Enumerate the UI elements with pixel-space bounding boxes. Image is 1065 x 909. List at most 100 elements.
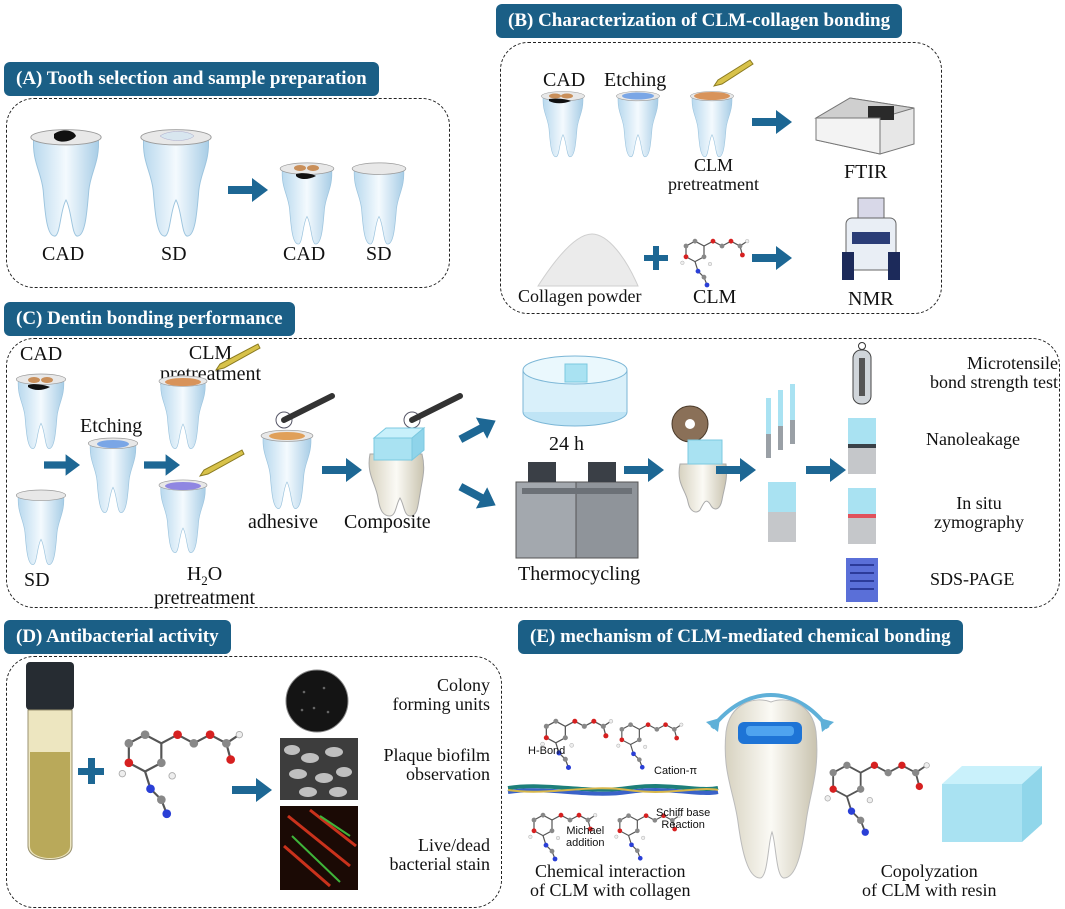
label-sd: SD xyxy=(24,569,50,591)
label-adhesive: adhesive xyxy=(248,511,318,533)
result-l2: bacterial stain xyxy=(389,853,490,874)
right-arrow-icon xyxy=(232,778,272,802)
result-nanoleakage: Nanoleakage xyxy=(926,429,1020,449)
label-clm: CLM xyxy=(693,155,733,175)
nanoleakage-specimen-icon xyxy=(848,418,876,474)
colony-plate-icon xyxy=(285,669,349,733)
label-clm: CLM xyxy=(188,342,233,364)
panel-b-box xyxy=(500,42,942,314)
sds-page-gel-icon xyxy=(846,558,878,602)
result-l2: observation xyxy=(406,763,490,784)
label-michael-1: Michael xyxy=(566,825,605,837)
label-nmr: NMR xyxy=(848,288,894,310)
result-sds-page: SDS-PAGE xyxy=(930,569,1015,589)
water-bath-icon xyxy=(522,355,628,427)
right-arrow-icon xyxy=(624,458,664,482)
label-clm-pretreatment: CLM pretreatment xyxy=(668,156,759,194)
beam-icon xyxy=(768,482,796,542)
tooth-icon xyxy=(690,91,734,158)
curved-arrow-icon xyxy=(706,693,834,732)
h2o-h: H xyxy=(186,563,202,585)
tooth-icon xyxy=(30,129,102,237)
label-composite: Composite xyxy=(344,511,431,533)
resin-block-icon xyxy=(942,766,1042,842)
collagen-powder-icon xyxy=(537,233,639,287)
label-cad: CAD xyxy=(543,69,586,91)
pipette-icon xyxy=(214,343,261,371)
result-microtensile: Microtensile bond strength test xyxy=(918,354,1058,392)
result-l1: Plaque biofilm xyxy=(383,745,491,765)
adhesive-applicator-icon xyxy=(275,393,335,429)
thermocycler-icon xyxy=(515,462,639,559)
tooth-icon xyxy=(158,479,208,554)
bacteria-culture-tube-icon xyxy=(26,662,74,860)
pipette-icon xyxy=(198,449,245,477)
result-l1: Microtensile xyxy=(967,353,1058,373)
plus-icon xyxy=(78,758,104,784)
panel-d-box xyxy=(6,656,502,908)
result-l2: zymography xyxy=(934,511,1024,532)
right-arrow-icon xyxy=(228,178,268,202)
label-24h: 24 h xyxy=(549,433,584,455)
label-michael-2: addition xyxy=(566,836,605,849)
tooth-icon xyxy=(15,373,67,450)
label-schiff-2: Reaction xyxy=(661,818,705,831)
tooth-icon xyxy=(541,91,585,158)
tooth-icon xyxy=(351,162,407,245)
label-clm: CLM xyxy=(693,286,737,308)
biofilm-sem-image-icon xyxy=(280,738,358,800)
label-etching: Etching xyxy=(80,415,143,437)
result-l1: In situ xyxy=(956,493,1002,513)
tooth-icon xyxy=(616,91,660,158)
result-l2: forming units xyxy=(392,693,491,714)
label-cation-pi: Cation-π xyxy=(654,765,698,777)
tooth-icon xyxy=(158,375,208,450)
zymography-specimen-icon xyxy=(848,488,876,544)
label-chemical-interaction: Chemical interaction of CLM with collage… xyxy=(530,862,690,900)
label-michael-addition: Michael addition xyxy=(566,825,605,849)
label-pretreatment: pretreatment xyxy=(154,586,256,609)
right-arrow-icon xyxy=(44,454,80,476)
panel-a-title: (A) Tooth selection and sample preparati… xyxy=(4,62,379,96)
right-arrow-icon xyxy=(144,454,180,476)
composite-tooth-icon xyxy=(368,426,426,517)
panel-e-title: (E) mechanism of CLM-mediated chemical b… xyxy=(518,620,963,654)
result-l2: bond strength test xyxy=(930,371,1058,392)
label-sd: SD xyxy=(161,243,187,265)
label-h2o: H2O xyxy=(154,564,255,588)
ftir-instrument-icon xyxy=(814,97,915,155)
label-cad: CAD xyxy=(20,343,63,365)
molecule-icon xyxy=(540,717,614,771)
panel-d-title: (D) Antibacterial activity xyxy=(4,620,231,654)
label-h-bond: H-Bond xyxy=(528,745,566,757)
label-collagen-powder: Collagen powder xyxy=(518,286,642,306)
label-h2o-pretreatment: H2O pretreatment xyxy=(154,564,255,609)
right-arrow-icon xyxy=(752,110,792,134)
label-sd: SD xyxy=(366,243,392,265)
label-cad: CAD xyxy=(42,243,85,265)
panel-c-box xyxy=(6,338,1060,608)
result-live-dead: Live/dead bacterial stain xyxy=(360,836,490,874)
label-etching: Etching xyxy=(604,69,667,91)
label-thermocycling: Thermocycling xyxy=(518,563,641,585)
label-pretreatment: pretreatment xyxy=(668,173,759,194)
label-chem-1: Chemical interaction xyxy=(535,861,686,881)
collagen-fiber-icon xyxy=(507,784,719,796)
cutting-saw-icon xyxy=(671,405,727,513)
h2o-o: O xyxy=(207,563,223,585)
pipette-icon xyxy=(712,59,754,87)
label-schiff-1: Schiff base xyxy=(656,807,711,819)
live-dead-stain-image-icon xyxy=(280,806,358,890)
result-l1: Colony xyxy=(436,675,490,695)
plus-icon xyxy=(644,246,668,270)
tooth-icon xyxy=(260,429,314,510)
h2o-sub: 2 xyxy=(201,573,208,588)
result-l1: Live/dead xyxy=(418,835,490,855)
microtensile-specimen-icon xyxy=(852,342,872,405)
label-chem-2: of CLM with collagen xyxy=(530,879,691,900)
nmr-instrument-icon xyxy=(842,197,900,280)
label-copol-2: of CLM with resin xyxy=(862,879,997,900)
right-arrow-icon xyxy=(806,458,846,482)
result-zymography: In situ zymography xyxy=(934,494,1024,532)
molar-tooth-icon xyxy=(724,699,818,879)
